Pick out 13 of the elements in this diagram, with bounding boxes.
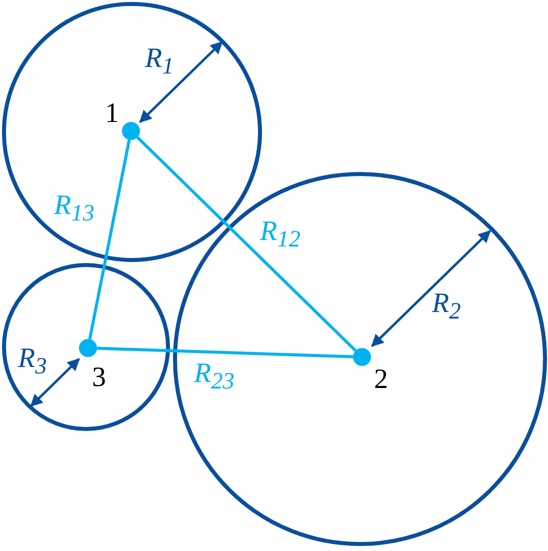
radius-label: R$_{3}$ <box>18 345 47 379</box>
circle <box>2 263 170 431</box>
point-number: 3 <box>92 364 106 392</box>
point-number: 2 <box>374 366 388 394</box>
center-dot <box>353 348 371 366</box>
radius-label: R$_{2}$ <box>432 290 461 324</box>
connector-line <box>136 136 357 352</box>
connector-line <box>96 346 354 358</box>
center-dot <box>122 122 140 140</box>
point-number: 1 <box>105 100 119 128</box>
connector-line <box>88 140 131 340</box>
center-dot <box>79 339 97 357</box>
radius-label: R$_{1}$ <box>145 45 174 79</box>
